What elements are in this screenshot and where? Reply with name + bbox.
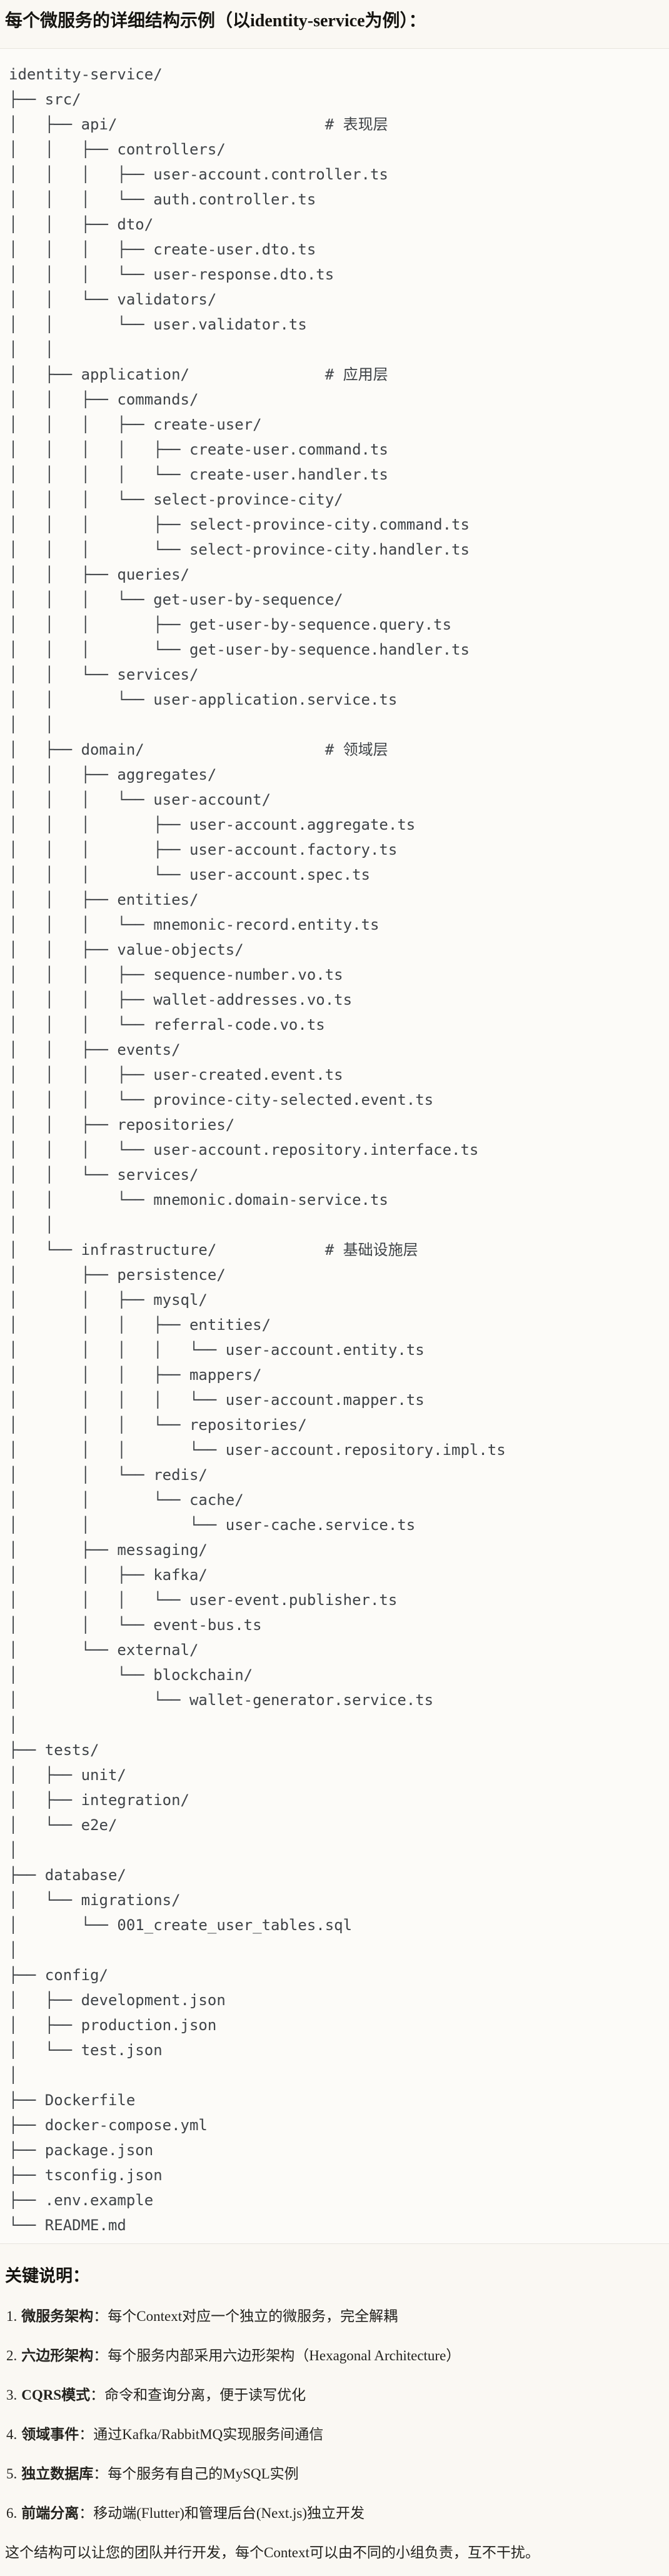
note-label: 领域事件 [21,2427,79,2442]
note-label: 前端分离 [21,2505,79,2521]
note-item: 2.六边形架构：每个服务内部采用六边形架构（Hexagonal Architec… [6,2347,663,2365]
note-label: 独立数据库 [21,2466,94,2482]
note-text: ：移动端(Flutter)和管理后台(Next.js)独立开发 [79,2505,365,2521]
note-item: 4.领域事件：通过Kafka/RabbitMQ实现服务间通信 [6,2425,663,2444]
note-text: ：每个服务有自己的MySQL实例 [93,2466,299,2482]
note-item: 5.独立数据库：每个服务有自己的MySQL实例 [6,2465,663,2483]
note-item: 1.微服务架构：每个Context对应一个独立的微服务，完全解耦 [6,2307,663,2326]
note-number: 5. [6,2466,18,2482]
note-number: 4. [6,2427,18,2442]
note-label: 六边形架构 [21,2348,94,2363]
key-notes-heading: 关键说明： [5,2267,89,2285]
note-text: ：每个服务内部采用六边形架构（Hexagonal Architecture） [93,2348,461,2363]
note-item: 3.CQRS模式：命令和查询分离，便于读写优化 [6,2386,663,2405]
note-item: 6.前端分离：移动端(Flutter)和管理后台(Next.js)独立开发 [6,2504,663,2523]
note-label: 微服务架构 [21,2308,94,2324]
note-number: 6. [6,2505,18,2521]
note-number: 2. [6,2348,18,2363]
note-text: ：通过Kafka/RabbitMQ实现服务间通信 [79,2427,324,2442]
closing-note: 这个结构可以让您的团队并行开发，每个Context可以由不同的小组负责，互不干扰… [5,2545,540,2560]
note-text: ：每个Context对应一个独立的微服务，完全解耦 [93,2308,398,2324]
page-title: 每个微服务的详细结构示例（以identity-service为例）： [5,11,426,31]
note-label: CQRS模式 [21,2387,91,2403]
note-text: ：命令和查询分离，便于读写优化 [90,2387,306,2403]
note-number: 1. [6,2308,18,2324]
directory-tree-code-block: identity-service/ ├── src/ │ ├── api/ # … [0,48,669,2244]
note-number: 3. [6,2387,18,2403]
